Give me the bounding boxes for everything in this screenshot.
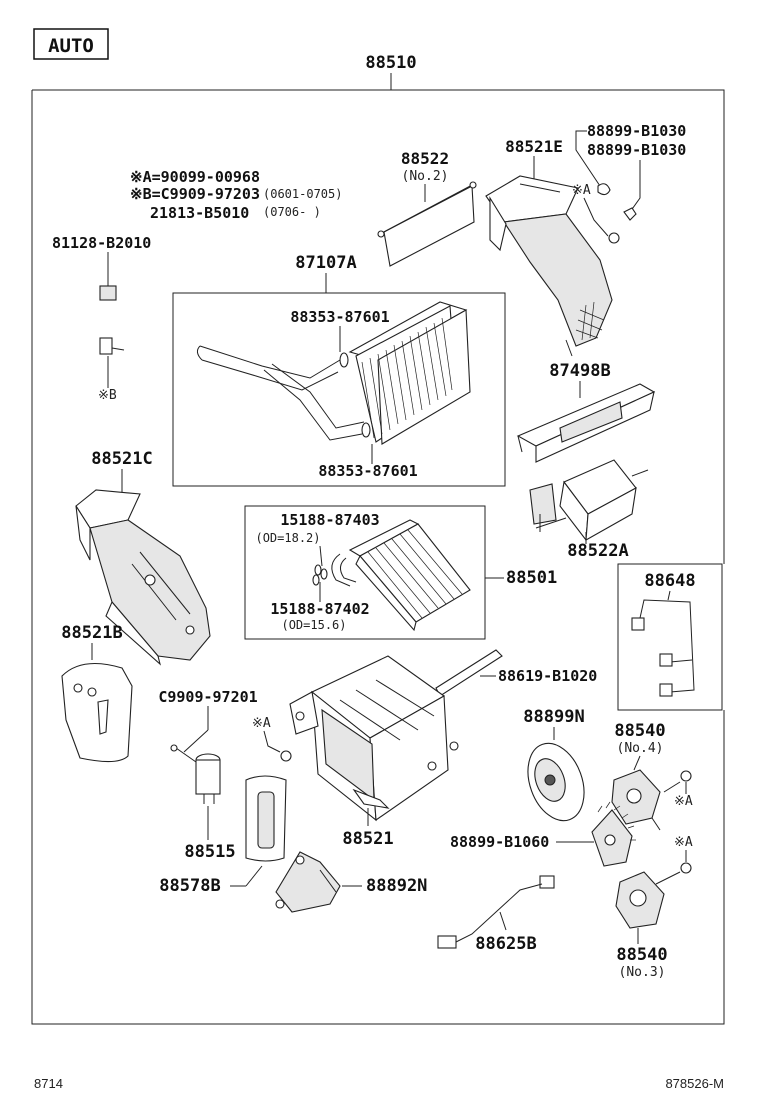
label-88515: 88515 xyxy=(184,842,235,862)
box-87107A xyxy=(172,292,506,487)
label-88625B: 88625B xyxy=(475,934,536,954)
part-87107A-heater-core xyxy=(196,301,471,445)
label-88522-sub: (No.2) xyxy=(402,169,449,184)
part-88515-sensor xyxy=(195,753,221,804)
label-88501: 88501 xyxy=(506,568,557,588)
label-88899-b1030-b: 88899-B1030 xyxy=(587,141,686,159)
label-81128: 81128-B2010 xyxy=(52,234,151,252)
legend-a: ※A=90099-00968 xyxy=(130,168,260,186)
clip-icon xyxy=(597,183,611,196)
legend-b1-range: (0601-0705) xyxy=(263,187,342,201)
label-88899-b1030-a: 88899-B1030 xyxy=(587,122,686,140)
label-88522A: 88522A xyxy=(567,541,628,561)
label-od-182: (OD=18.2) xyxy=(255,531,320,545)
mark-a-top: ※A xyxy=(572,183,591,198)
part-screw-b xyxy=(99,337,113,355)
label-88510: 88510 xyxy=(365,53,416,73)
label-88353-top: 88353-87601 xyxy=(290,308,389,326)
part-88625B-wire xyxy=(437,875,555,949)
part-88899N-motor xyxy=(527,742,585,822)
label-15188-87402: 15188-87402 xyxy=(270,600,369,618)
part-88540-no4-actuator xyxy=(611,769,661,831)
auto-badge-frame xyxy=(33,28,109,60)
part-88522A-filter-box xyxy=(529,459,649,542)
auto-badge: AUTO xyxy=(48,35,94,57)
part-88522-filter xyxy=(377,181,477,267)
assembly-frame xyxy=(32,89,725,564)
label-c9909-97201: C9909-97201 xyxy=(158,688,257,706)
part-87498B-duct xyxy=(516,383,656,463)
part-88521C-housing xyxy=(75,489,211,666)
legend-b1: ※B=C9909-97203 xyxy=(130,185,260,203)
part-81128-clip xyxy=(99,285,117,301)
label-88521B: 88521B xyxy=(61,623,122,643)
part-88501-evaporator xyxy=(312,519,471,632)
mark-a-r2: ※A xyxy=(674,835,693,850)
label-88892N: 88892N xyxy=(366,876,427,896)
part-88521E-housing xyxy=(485,175,613,357)
label-88353-bot: 88353-87601 xyxy=(318,462,417,480)
label-88521C: 88521C xyxy=(91,449,152,469)
label-od-156: (OD=15.6) xyxy=(281,618,346,632)
legend-b2-range: (0706- ) xyxy=(263,205,321,219)
part-88578B-duct xyxy=(245,775,287,862)
box-88648 xyxy=(617,563,723,711)
part-88899-b1060-gear xyxy=(591,801,636,867)
label-15188-87403: 15188-87403 xyxy=(280,511,379,529)
mark-a-r1: ※A xyxy=(674,794,693,809)
label-88578B: 88578B xyxy=(159,876,220,896)
screw-icon xyxy=(623,207,637,221)
mark-b: ※B xyxy=(98,388,117,403)
footer-left: 8714 xyxy=(34,1076,63,1091)
label-88521E: 88521E xyxy=(505,137,563,156)
label-88540-no3-sub: (No.3) xyxy=(619,965,666,980)
label-87107A: 87107A xyxy=(295,253,356,273)
box-88501 xyxy=(244,505,486,640)
part-screw-c9909 xyxy=(170,744,197,763)
part-88521B-seal xyxy=(61,663,133,763)
label-88540-no4-sub: (No.4) xyxy=(617,741,664,756)
part-88648-wire-harness xyxy=(631,599,695,697)
part-88540-no3-actuator xyxy=(615,871,665,944)
label-88899N: 88899N xyxy=(523,707,584,727)
label-88540-no3: 88540 xyxy=(616,945,667,965)
part-88619-strip xyxy=(435,649,503,697)
label-88521: 88521 xyxy=(342,829,393,849)
footer-right: 878526-M xyxy=(665,1076,724,1091)
label-87498B: 87498B xyxy=(549,361,610,381)
label-88540-no4: 88540 xyxy=(614,721,665,741)
legend-b2: 21813-B5010 xyxy=(150,204,249,222)
mark-a-mid: ※A xyxy=(252,716,271,731)
part-88521-main-housing xyxy=(289,655,459,822)
label-88899-b1060: 88899-B1060 xyxy=(450,833,549,851)
part-88892N-link xyxy=(275,851,341,913)
label-88522: 88522 xyxy=(401,149,449,168)
label-88619: 88619-B1020 xyxy=(498,667,597,685)
label-88648: 88648 xyxy=(644,571,695,591)
